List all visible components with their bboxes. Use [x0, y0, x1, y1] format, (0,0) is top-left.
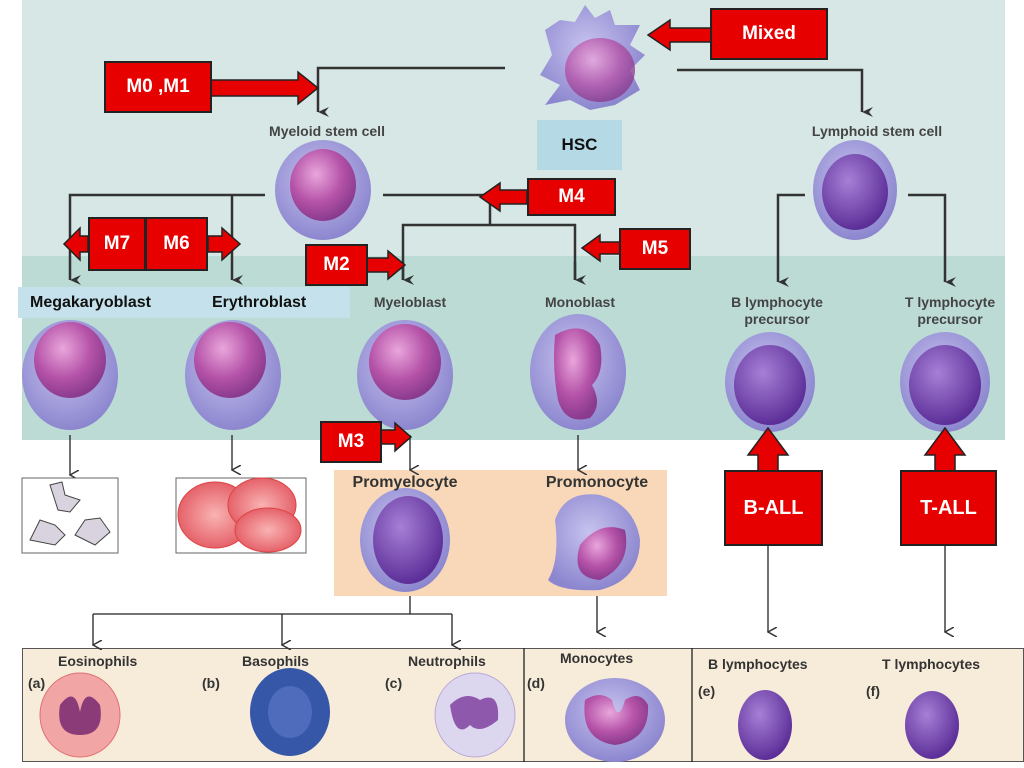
maturation-connectors [70, 435, 945, 762]
basophils-letter: (b) [202, 675, 220, 691]
platelets [29, 481, 111, 546]
myeloid-stem-cell-label: Myeloid stem cell [269, 123, 385, 139]
lymphoid-stem-cell-label: Lymphoid stem cell [811, 123, 943, 139]
erythroblast-label: Erythroblast [212, 294, 307, 311]
monocytes-letter: (d) [527, 675, 545, 691]
background-bottom-panel [22, 256, 1005, 440]
mature-cells-panel [22, 648, 1024, 762]
mixed-label: Mixed [710, 8, 828, 60]
b-lymphocyte-cell [738, 690, 792, 760]
lineage-connectors [68, 66, 956, 287]
myeloblast-label: Myeloblast [373, 294, 447, 310]
m2-label: M2 [305, 244, 368, 286]
erythroblast-cell [185, 320, 281, 430]
m7-label: M7 [88, 217, 146, 271]
b-all-label: B-ALL [724, 470, 823, 546]
myeloid-stem-cell [275, 140, 371, 240]
basophils-label: Basophils [242, 653, 309, 669]
neutrophil-cell [434, 672, 516, 758]
m4-label: M4 [527, 178, 616, 216]
megakaryoblast-label: Megakaryoblast [30, 294, 151, 311]
monoblast-label: Monoblast [545, 294, 615, 310]
promonocyte-cell [548, 494, 640, 591]
t-precursor-cell [900, 332, 990, 432]
neutrophils-letter: (c) [385, 675, 403, 691]
t-lymphocytes-label: T lymphocytes [882, 656, 981, 672]
m0-m1-label: M0 ,M1 [104, 61, 212, 113]
b-lymphocytes-label: B lymphocytes [708, 656, 808, 672]
monoblast-cell [530, 314, 626, 430]
m3-label: M3 [320, 421, 382, 463]
eosinophils-label: Eosinophils [58, 653, 138, 669]
b-precursor-cell [725, 332, 815, 432]
monocyte-cell [565, 678, 665, 762]
eosinophil-cell [39, 672, 121, 758]
b-lymphocytes-letter: (e) [698, 683, 716, 699]
basophil-cell [250, 668, 330, 756]
hsc-cell [540, 5, 645, 110]
hsc-label: HSC [537, 120, 622, 170]
m5-label: M5 [619, 228, 691, 270]
t-lymphocyte-cell [905, 691, 959, 759]
myeloblast-cell [357, 320, 453, 430]
t-lymphocytes-letter: (f) [866, 683, 880, 699]
red-arrows [62, 18, 967, 473]
monocytes-label: Monocytes [560, 650, 634, 666]
m6-label: M6 [145, 217, 208, 271]
megakaryoblast-cell [22, 320, 118, 430]
promyelocyte-label: Promyelocyte [352, 474, 458, 491]
t-all-label: T-ALL [900, 470, 997, 546]
neutrophils-label: Neutrophils [408, 653, 486, 669]
label-highlight [18, 287, 350, 318]
promonocyte-label: Promonocyte [545, 474, 649, 491]
lymphoid-stem-cell [813, 140, 897, 240]
red-blood-cells [177, 477, 302, 553]
promyelocyte-cell [360, 488, 450, 592]
eosinophils-letter: (a) [28, 675, 46, 691]
